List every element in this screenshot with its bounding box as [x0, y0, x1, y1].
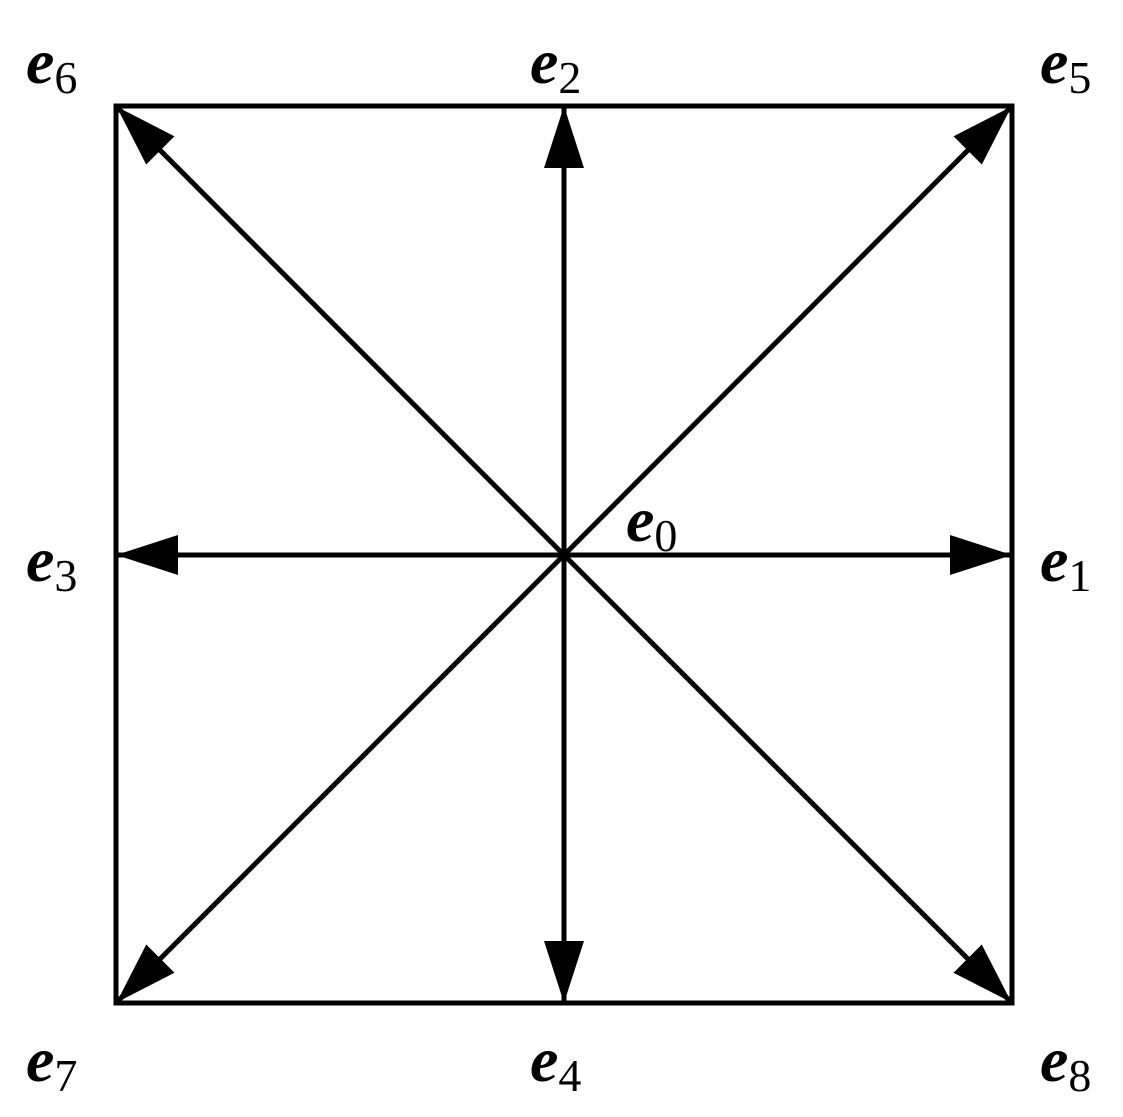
label-e3: e3 — [26, 524, 78, 601]
vector-e5-arrow — [562, 106, 1012, 557]
label-e4: e4 — [530, 1024, 582, 1101]
label-e1: e1 — [1040, 524, 1092, 601]
label-e5: e5 — [1040, 26, 1092, 103]
label-e6: e6 — [26, 26, 78, 103]
label-e8: e8 — [1040, 1024, 1092, 1101]
vector-e7-arrow — [116, 553, 566, 1003]
label-e7: e7 — [26, 1024, 78, 1101]
label-e2: e2 — [530, 26, 582, 103]
label-e0: e0 — [626, 484, 678, 561]
vector-e6-arrow — [116, 106, 566, 557]
vector-e8-arrow — [562, 553, 1012, 1003]
